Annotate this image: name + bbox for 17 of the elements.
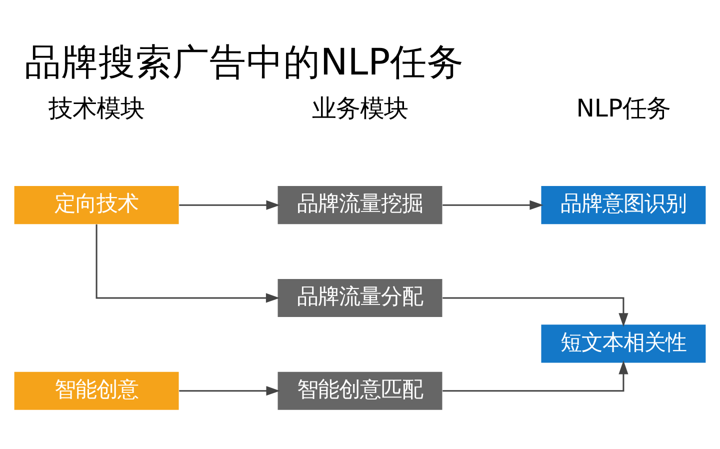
label: 技术模块 (48, 93, 145, 122)
node-box: 智能创意 (14, 372, 179, 410)
arrow (442, 297, 628, 327)
node-box: 定向技术 (14, 186, 179, 224)
label: NLP任务 (576, 93, 671, 122)
node-box: 短文本相关性 (541, 324, 706, 363)
node-box: 品牌流量分配 (278, 278, 442, 318)
diagram-title: 品牌搜索广告中的NLP任务 (24, 40, 464, 84)
arrow (442, 360, 628, 392)
arrow (442, 200, 544, 210)
arrow (96, 224, 280, 303)
node-box: 智能创意匹配 (278, 372, 442, 410)
label: 业务模块 (312, 93, 408, 122)
node-box: 品牌意图识别 (541, 186, 706, 224)
arrow (179, 386, 280, 396)
arrow (179, 200, 280, 210)
node-box: 品牌流量挖掘 (278, 186, 442, 224)
